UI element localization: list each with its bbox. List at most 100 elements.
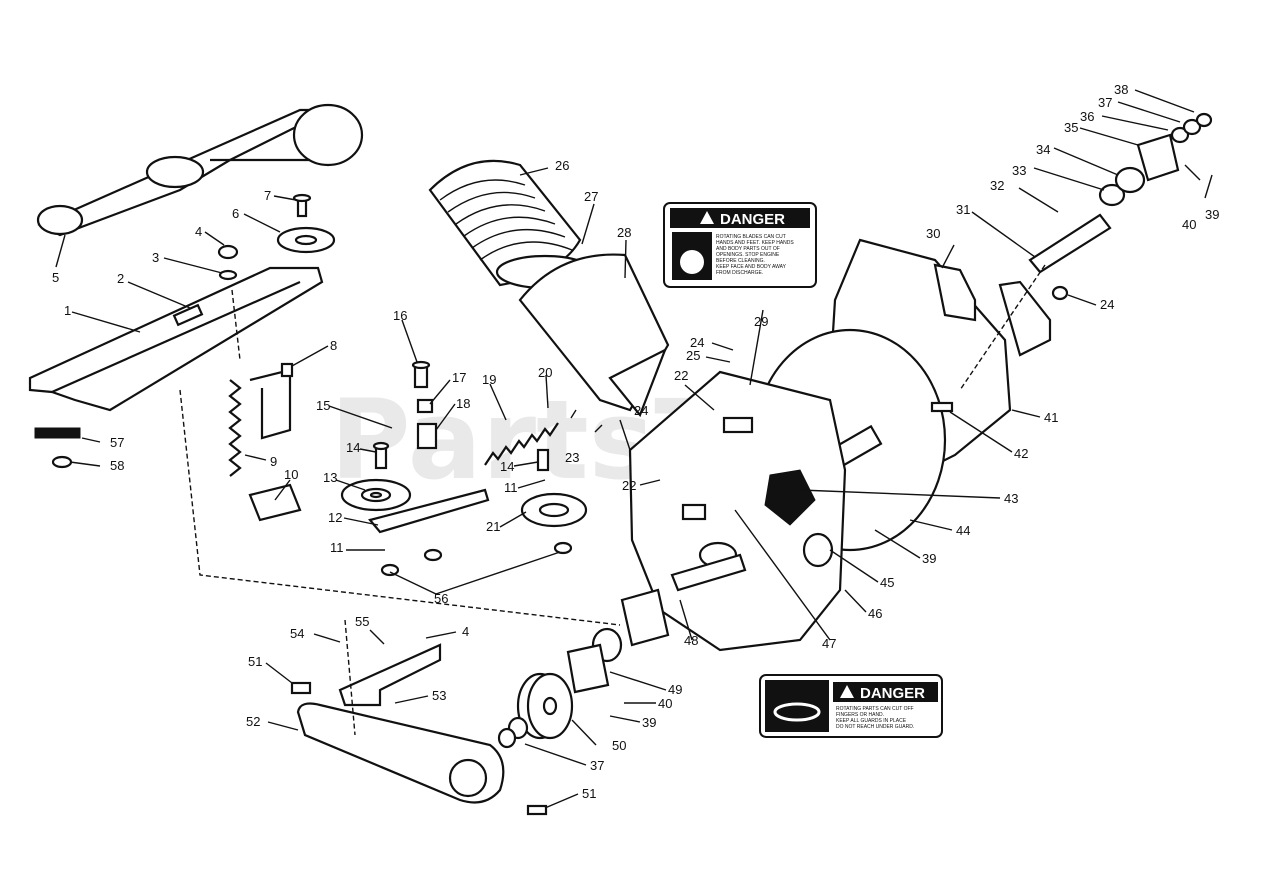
- callout-26: 26: [555, 158, 569, 173]
- idler-arm-12: [368, 488, 490, 534]
- callout-17: 17: [452, 370, 466, 385]
- wing-nut-top: [217, 244, 239, 281]
- bearing-flange-35: [1136, 133, 1180, 182]
- callout-11-center: 11: [504, 480, 518, 495]
- callout-54: 54: [290, 626, 304, 641]
- screw-58: [51, 455, 73, 469]
- callout-24-upper: 24: [690, 335, 704, 350]
- hardware-36-38: [1170, 112, 1213, 144]
- spacer-17-18: [416, 398, 438, 450]
- callout-20: 20: [538, 365, 552, 380]
- callout-25: 25: [686, 348, 700, 363]
- callout-12: 12: [328, 510, 342, 525]
- spring-left: [228, 379, 242, 477]
- callout-7: 7: [264, 188, 271, 203]
- callout-47: 47: [822, 636, 836, 651]
- callout-5: 5: [52, 270, 59, 285]
- bearing-flange-48: [620, 588, 670, 647]
- callout-leaders: [55, 89, 1213, 809]
- spring-center: [484, 422, 559, 466]
- assembly-lines: [179, 264, 1046, 736]
- callout-38: 38: [1114, 82, 1128, 97]
- callout-56: 56: [434, 591, 448, 606]
- callout-1: 1: [64, 303, 71, 318]
- callout-15: 15: [316, 398, 330, 413]
- warning-triangle-icon: [840, 685, 854, 698]
- callout-2: 2: [117, 271, 124, 286]
- callout-33: 33: [1012, 163, 1026, 178]
- hand-in-belt-icon: [765, 680, 829, 732]
- belt-cover: [28, 266, 324, 412]
- danger-label-fan-line-1: HANDS AND FEET. KEEP HANDS: [716, 240, 794, 246]
- danger-label-fan-line-2: AND BODY PARTS OUT OF: [716, 246, 780, 252]
- callout-51-lower: 51: [582, 786, 596, 801]
- bolt-42: [930, 401, 954, 413]
- danger-label-belt: DANGER ROTATING PARTS CAN CUT OFF FINGER…: [759, 674, 943, 738]
- callout-48: 48: [684, 633, 698, 648]
- chute-adapter: [518, 253, 670, 418]
- callout-numbers: 1 2 3 4 5 6 7 8 9 10 11 12 13 14 15 16 1…: [52, 82, 1219, 801]
- callout-50: 50: [612, 738, 626, 753]
- callout-18: 18: [456, 396, 470, 411]
- bolt-16: [411, 360, 431, 389]
- danger-label-belt-line-2: KEEP ALL GUARDS IN PLACE: [836, 718, 907, 724]
- callout-4: 4: [195, 224, 202, 239]
- washer-37: [497, 716, 529, 749]
- callout-31: 31: [956, 202, 970, 217]
- callout-37-lower: 37: [590, 758, 604, 773]
- callout-44: 44: [956, 523, 970, 538]
- callout-3: 3: [152, 250, 159, 265]
- callout-43: 43: [1004, 491, 1018, 506]
- callout-10: 10: [284, 467, 298, 482]
- callout-37-top: 37: [1098, 95, 1112, 110]
- nuts-56: [380, 541, 573, 577]
- bracket-55: [338, 643, 442, 707]
- callout-8: 8: [330, 338, 337, 353]
- callout-53: 53: [432, 688, 446, 703]
- danger-label-fan-line-0: ROTATING BLADES CAN CUT: [716, 234, 786, 240]
- callout-9: 9: [270, 454, 277, 469]
- callout-14-center: 14: [500, 459, 514, 474]
- belt-guard-52: [296, 702, 505, 804]
- callout-42: 42: [1014, 446, 1028, 461]
- callout-39-lower: 39: [642, 715, 656, 730]
- drive-belt: [36, 103, 364, 237]
- callout-41: 41: [1044, 410, 1058, 425]
- callout-22-top: 22: [674, 368, 688, 383]
- danger-label-fan-title: DANGER: [720, 211, 785, 228]
- pulley-13: [340, 478, 412, 512]
- callout-36: 36: [1080, 109, 1094, 124]
- callout-11-left: 11: [330, 540, 344, 555]
- bracket-right: [998, 280, 1052, 357]
- callout-58: 58: [110, 458, 124, 473]
- bracket-10: [248, 483, 302, 522]
- chute-crank-45: [802, 532, 834, 568]
- danger-label-belt-line-0: ROTATING PARTS CAN CUT OFF: [836, 706, 914, 712]
- callout-39-right: 39: [922, 551, 936, 566]
- callout-24-right: 24: [1100, 297, 1114, 312]
- callout-40-lower: 40: [658, 696, 672, 711]
- callout-27: 27: [584, 189, 598, 204]
- callout-55: 55: [355, 614, 369, 629]
- callout-24-center: 24: [634, 403, 648, 418]
- bolt-14-left: [372, 441, 390, 470]
- danger-label-belt-title: DANGER: [860, 685, 925, 702]
- callout-22-lower: 22: [622, 478, 636, 493]
- danger-label-fan-line-4: BEFORE CLEANING.: [716, 258, 765, 264]
- bolt-51-left: [290, 681, 312, 695]
- danger-label-fan-line-3: OPENINGS. STOP ENGINE: [716, 252, 780, 258]
- pulley-21: [520, 492, 588, 528]
- callout-52: 52: [246, 714, 260, 729]
- callout-16: 16: [393, 308, 407, 323]
- callout-28: 28: [617, 225, 631, 240]
- danger-label-belt-line-1: FINGERS OR HAND.: [836, 712, 884, 718]
- callout-21: 21: [486, 519, 500, 534]
- callout-19: 19: [482, 372, 496, 387]
- shaft-front: [670, 553, 747, 592]
- callout-46: 46: [868, 606, 882, 621]
- callout-45: 45: [880, 575, 894, 590]
- callout-30: 30: [926, 226, 940, 241]
- flange-49: [566, 643, 610, 694]
- decal-57: [34, 427, 81, 439]
